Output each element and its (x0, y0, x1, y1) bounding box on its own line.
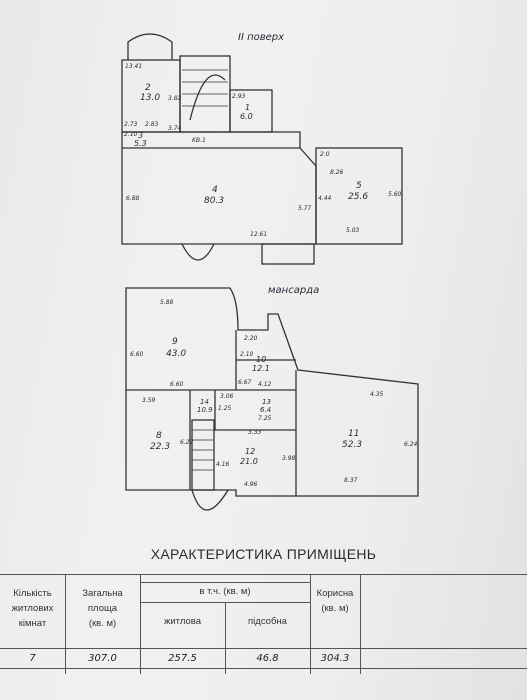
dimension-label: 8.37 (344, 477, 358, 484)
dimension-label: 3.33 (248, 429, 262, 436)
dimension-label: 4.16 (216, 461, 230, 468)
room-area: 10.9 (197, 406, 213, 414)
room-area: 5.3 (134, 139, 147, 148)
room-area: 43.0 (166, 349, 186, 359)
dimension-label: 1.25 (218, 405, 232, 412)
dimension-label: 2.0 (320, 151, 330, 158)
attic-outline (125, 287, 419, 497)
dimension-label: 3.59 (142, 397, 156, 404)
room-number: 5 (356, 181, 362, 191)
dimension-label: 3.82 (168, 95, 182, 102)
header-living: житлова (164, 616, 201, 627)
dimension-label: 13.41 (125, 63, 142, 70)
room-number: 8 (156, 431, 162, 441)
value-useful-area: 304.3 (320, 653, 350, 664)
dimension-label: 7.25 (258, 415, 272, 422)
dimension-label: 2.10 (240, 351, 254, 358)
dimension-label: 6.22 (180, 439, 194, 446)
characteristics-table: Кількість житлових кімнат Загальна площа… (0, 574, 527, 700)
room-area: 12.1 (252, 364, 270, 373)
room-number: 9 (172, 337, 178, 347)
dimension-label: 2.73 (124, 121, 138, 128)
header-auxiliary: підсобна (248, 616, 287, 627)
dimension-label: 2.83 (145, 121, 159, 128)
table-title: ХАРАКТЕРИСТИКА ПРИМІЩЕНЬ (150, 546, 377, 562)
header-useful-area: Корисна (кв. м) (316, 588, 354, 614)
room-area: 6.0 (240, 112, 253, 121)
header-total-area: Загальна площа (кв. м) (82, 588, 123, 629)
room-area: 22.3 (150, 442, 170, 452)
dimension-label: 5.03 (346, 227, 360, 234)
dimension-label: 6.88 (126, 195, 140, 202)
floor2-label: II поверх (238, 32, 284, 43)
dimension-label: 6.67 (238, 379, 252, 386)
room-number: 12 (245, 447, 255, 456)
dimension-label: 6.60 (170, 381, 184, 388)
room-number: 14 (200, 398, 209, 406)
dimension-label: 4.44 (318, 195, 332, 202)
dimension-label: KB.1 (192, 137, 206, 144)
dimension-label: 4.12 (258, 381, 272, 388)
dimension-label: 3.74 (168, 125, 182, 132)
room-number: 4 (212, 185, 218, 195)
room-area: 21.0 (240, 457, 258, 466)
dimension-label: 5.77 (298, 205, 312, 212)
room-number: 13 (262, 398, 271, 406)
dimension-label: 5.88 (160, 299, 174, 306)
room-number: 2 (145, 83, 151, 93)
room-area: 13.0 (140, 93, 160, 103)
value-auxiliary-area: 46.8 (256, 653, 279, 664)
dimension-label: 3.98 (282, 455, 296, 462)
room-number: 11 (348, 429, 359, 439)
value-rooms-count: 7 (29, 653, 36, 664)
value-living-area: 257.5 (168, 653, 197, 664)
dimension-label: 4.96 (244, 481, 258, 488)
floor-plan-drawing: II поверх 2 13.0 3 5.3 1 6.0 4 80.3 5 25… (121, 32, 419, 511)
room-area: 25.6 (348, 192, 368, 202)
room-number: 1 (245, 103, 250, 112)
tower-outline (127, 33, 173, 60)
dimension-label: 2.93 (232, 93, 246, 100)
room-area: 80.3 (204, 196, 224, 206)
header-including: в т.ч. (кв. м) (199, 586, 251, 597)
dimension-label: 8.26 (330, 169, 344, 176)
dimension-label: 4.35 (370, 391, 384, 398)
dimension-label: 2.10 (124, 131, 138, 138)
attic-label: мансарда (268, 285, 319, 296)
room-number: 3 (138, 131, 143, 140)
dimension-label: 6.60 (130, 351, 144, 358)
dimension-label: 5.60 (388, 191, 402, 198)
room-number: 10 (256, 355, 266, 364)
dimension-label: 12.61 (250, 231, 267, 238)
room-area: 6.4 (260, 406, 271, 414)
dimension-label: 6.24 (404, 441, 418, 448)
value-total-area: 307.0 (88, 653, 117, 664)
header-rooms-count: Кількість житлових кімнат (11, 588, 54, 629)
dimension-label: 3.06 (220, 393, 234, 400)
room-area: 52.3 (342, 440, 362, 450)
dimension-label: 2.20 (244, 335, 258, 342)
